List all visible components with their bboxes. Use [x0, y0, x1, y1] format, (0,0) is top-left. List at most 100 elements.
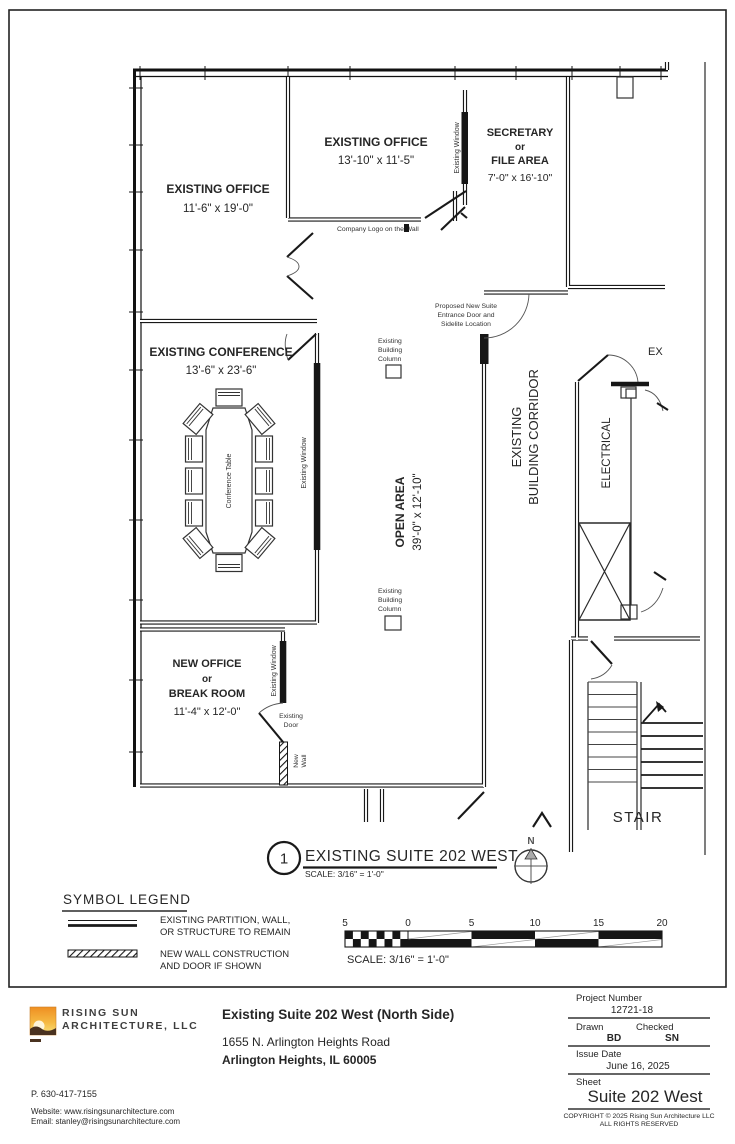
issue-date-value: June 16, 2025: [606, 1061, 670, 1072]
company-logo-note: Company Logo on the Wall: [337, 226, 419, 233]
room-conference-name: EXISTING CONFERENCE: [149, 345, 292, 359]
graphic-scale-bar: 5 0 5 10 15 20 SCALE: 3/16" = 1'-0": [342, 918, 668, 966]
room-new-office-l3: BREAK ROOM: [169, 688, 245, 700]
chair: [184, 435, 204, 463]
exterior-walls: [129, 66, 668, 787]
doors: [258, 190, 669, 828]
room-new-office-l1: NEW OFFICE: [172, 658, 241, 670]
drawing-title-text: EXISTING SUITE 202 WEST: [305, 848, 518, 865]
firm-email: Email: stanley@risingsunarchitecture.com: [31, 1117, 180, 1126]
drawn-value: BD: [607, 1033, 621, 1044]
legend-item2-l2: AND DOOR IF SHOWN: [160, 961, 261, 972]
drawing-title: 1 EXISTING SUITE 202 WEST SCALE: 3/16" =…: [266, 840, 518, 879]
chair: [244, 402, 276, 436]
window-label-3: Existing Window: [271, 644, 278, 696]
legend-symbol-new-wall: [67, 949, 138, 958]
firm-logo: RISING SUN ARCHITECTURE, LLC: [29, 1006, 198, 1042]
room-new-office-dims: 11'-4" x 12'-0": [174, 706, 241, 718]
stair: [587, 681, 703, 830]
drawn-label: Drawn: [576, 1022, 603, 1033]
room-office-top-dims: 13'-10" x 11'-5": [338, 155, 414, 167]
window-label-2: Existing Window: [301, 436, 308, 488]
building-columns: [384, 76, 634, 631]
room-new-office-l2: or: [202, 674, 212, 685]
room-open-area-name: OPEN AREA: [393, 476, 407, 547]
floor-plan: Conference Table EXISTING OFFICE 11'-6" …: [129, 62, 706, 884]
column-note-top-l3: Column: [378, 356, 402, 363]
copyright-l1: COPYRIGHT © 2025 Rising Sun Architecture…: [563, 1112, 714, 1120]
legend-item2-l1: NEW WALL CONSTRUCTION: [160, 949, 289, 960]
firm-name-l1: RISING SUN: [62, 1007, 139, 1019]
detail-number-bubble: [266, 840, 302, 876]
room-electrical-name: ELECTRICAL: [601, 417, 613, 489]
scale-tick-4: 15: [593, 918, 605, 929]
north-arrow: N: [514, 836, 548, 884]
scale-tick-5: 20: [656, 918, 668, 929]
legend-title: SYMBOL LEGEND: [63, 892, 191, 907]
room-office-top-name: EXISTING OFFICE: [324, 135, 427, 149]
window-new-office: [279, 641, 287, 703]
symbol-legend: SYMBOL LEGEND EXISTING PARTITION, WALL, …: [62, 892, 291, 972]
checked-label: Checked: [636, 1022, 674, 1033]
chair: [254, 499, 274, 527]
room-secretary-dims: 7'-0" x 16'-10": [488, 172, 553, 184]
project-title: Existing Suite 202 West (North Side): [222, 1007, 454, 1022]
north-letter: N: [527, 836, 534, 847]
window-office-secretary: [461, 112, 468, 184]
firm-website: Website: www.risingsunarchitecture.com: [31, 1107, 175, 1116]
issue-date-label: Issue Date: [576, 1049, 621, 1060]
plan-annotations: Company Logo on the Wall Proposed New Su…: [271, 121, 497, 767]
window-conference: [313, 363, 321, 550]
electrical-room: [578, 381, 649, 621]
column-note-bottom-l1: Existing: [378, 588, 402, 595]
room-office-left-name: EXISTING OFFICE: [166, 182, 269, 196]
firm-phone: P. 630-417-7155: [31, 1089, 97, 1099]
shaft-x-box: [578, 522, 631, 621]
exit-partial-label: EX: [648, 346, 663, 358]
room-stair-name: STAIR: [613, 809, 664, 826]
break-mark: [532, 811, 552, 828]
checked-value: SN: [665, 1033, 679, 1044]
sheet-label: Sheet: [576, 1077, 601, 1088]
title-block: RISING SUN ARCHITECTURE, LLC P. 630-417-…: [29, 993, 715, 1128]
project-info-block: Project Number 12721-18 Drawn Checked BD…: [563, 993, 714, 1128]
chair: [182, 526, 214, 560]
existing-door-l2: Door: [284, 722, 299, 729]
chair: [254, 467, 274, 495]
scale-bar-label: SCALE: 3/16" = 1'-0": [347, 954, 449, 966]
chair: [254, 435, 274, 463]
project-number-value: 12721-18: [611, 1005, 654, 1016]
room-office-left-dims: 11'-6" x 19'-0": [183, 203, 253, 215]
column-note-top-l1: Existing: [378, 338, 402, 345]
scale-tick-0: 5: [342, 918, 348, 929]
new-wall-hatched: [279, 741, 288, 786]
room-secretary-l2: or: [515, 142, 525, 153]
entrance-door-swing: [483, 293, 530, 339]
chair: [182, 402, 214, 436]
window-label-1: Existing Window: [454, 121, 461, 173]
conference-furniture: Conference Table: [182, 388, 276, 573]
firm-name-l2: ARCHITECTURE, LLC: [62, 1020, 198, 1032]
project-address-l2: Arlington Heights, IL 60005: [222, 1053, 377, 1067]
project-number-label: Project Number: [576, 993, 642, 1004]
project-address-l1: 1655 N. Arlington Heights Road: [222, 1035, 390, 1049]
scale-bar-cells: [344, 930, 663, 948]
chair: [215, 553, 243, 573]
legend-item1-l2: OR STRUCTURE TO REMAIN: [160, 927, 291, 938]
room-secretary-l1: SECRETARY: [487, 127, 554, 139]
chair: [184, 499, 204, 527]
chair: [244, 526, 276, 560]
column-note-bottom-l2: Building: [378, 597, 402, 604]
scale-tick-2: 5: [469, 918, 475, 929]
room-open-area-dims: 39'-0" x 12'-10": [412, 473, 424, 550]
entrance-note-l3: Sidelite Location: [441, 321, 491, 328]
copyright-l2: ALL RIGHTS RESERVED: [600, 1121, 679, 1128]
sheet-border: [8, 9, 727, 988]
new-entrance-door: [480, 334, 489, 364]
drawing-title-scale: SCALE: 3/16" = 1'-0": [305, 869, 384, 879]
room-secretary-l3: FILE AREA: [491, 155, 549, 167]
scale-tick-3: 10: [529, 918, 541, 929]
column-note-bottom-l3: Column: [378, 606, 402, 613]
